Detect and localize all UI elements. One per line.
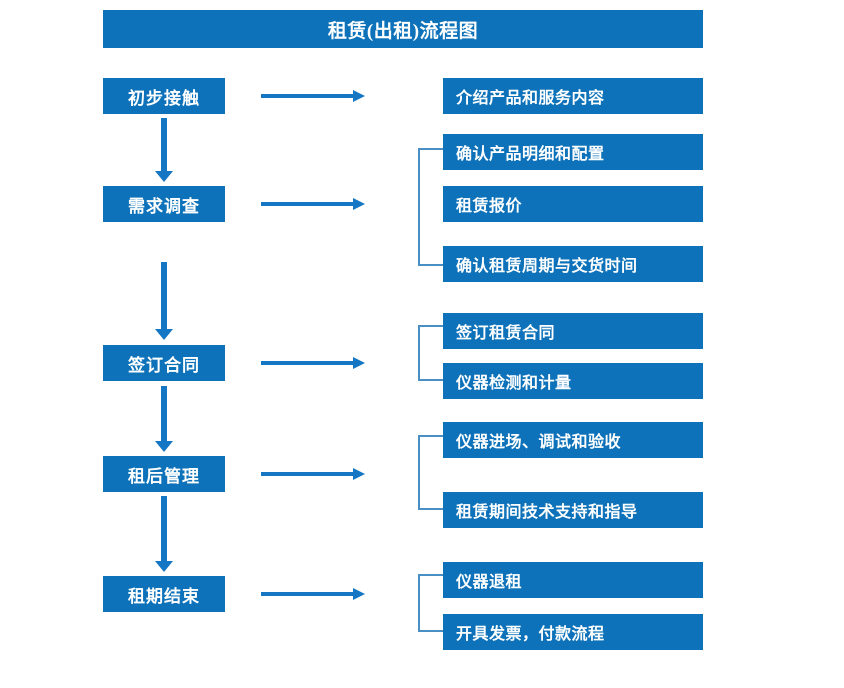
stage-box-1: 初步接触 — [103, 78, 225, 114]
arrow-shaft — [161, 496, 167, 562]
group-bracket-2 — [418, 148, 443, 266]
arrow-head — [155, 329, 173, 340]
arrow-shaft — [261, 592, 355, 596]
arrow-shaft — [261, 94, 355, 98]
detail-box-1: 介绍产品和服务内容 — [443, 78, 703, 114]
arrow-shaft — [161, 386, 167, 442]
horizontal-arrow-3 — [261, 356, 365, 370]
arrow-shaft — [261, 472, 355, 476]
arrow-head — [155, 561, 173, 572]
arrow-head — [155, 171, 173, 182]
detail-box-5: 签订租赁合同 — [443, 313, 703, 349]
arrow-head — [353, 90, 365, 102]
detail-box-6: 仪器检测和计量 — [443, 363, 703, 399]
vertical-arrow-4 — [155, 496, 173, 572]
group-bracket-4 — [418, 435, 443, 510]
vertical-arrow-2 — [155, 262, 173, 340]
horizontal-arrow-5 — [261, 587, 365, 601]
arrow-head — [353, 588, 365, 600]
group-bracket-5 — [418, 574, 443, 632]
horizontal-arrow-1 — [261, 89, 365, 103]
arrow-head — [155, 441, 173, 452]
detail-box-10: 开具发票，付款流程 — [443, 614, 703, 650]
page-title: 租赁(出租)流程图 — [103, 10, 703, 48]
stage-box-4: 租后管理 — [103, 456, 225, 492]
detail-box-7: 仪器进场、调试和验收 — [443, 422, 703, 458]
detail-box-3: 租赁报价 — [443, 186, 703, 222]
horizontal-arrow-4 — [261, 467, 365, 481]
arrow-shaft — [261, 361, 355, 365]
vertical-arrow-3 — [155, 386, 173, 452]
arrow-head — [353, 357, 365, 369]
horizontal-arrow-2 — [261, 197, 365, 211]
arrow-head — [353, 468, 365, 480]
detail-box-9: 仪器退租 — [443, 562, 703, 598]
detail-box-8: 租赁期间技术支持和指导 — [443, 492, 703, 528]
stage-box-5: 租期结束 — [103, 576, 225, 612]
group-bracket-3 — [418, 325, 443, 381]
arrow-shaft — [161, 118, 167, 172]
detail-box-2: 确认产品明细和配置 — [443, 134, 703, 170]
arrow-shaft — [161, 262, 167, 330]
detail-box-4: 确认租赁周期与交货时间 — [443, 246, 703, 282]
vertical-arrow-1 — [155, 118, 173, 182]
arrow-head — [353, 198, 365, 210]
arrow-shaft — [261, 202, 355, 206]
stage-box-2: 需求调查 — [103, 186, 225, 222]
stage-box-3: 签订合同 — [103, 345, 225, 381]
